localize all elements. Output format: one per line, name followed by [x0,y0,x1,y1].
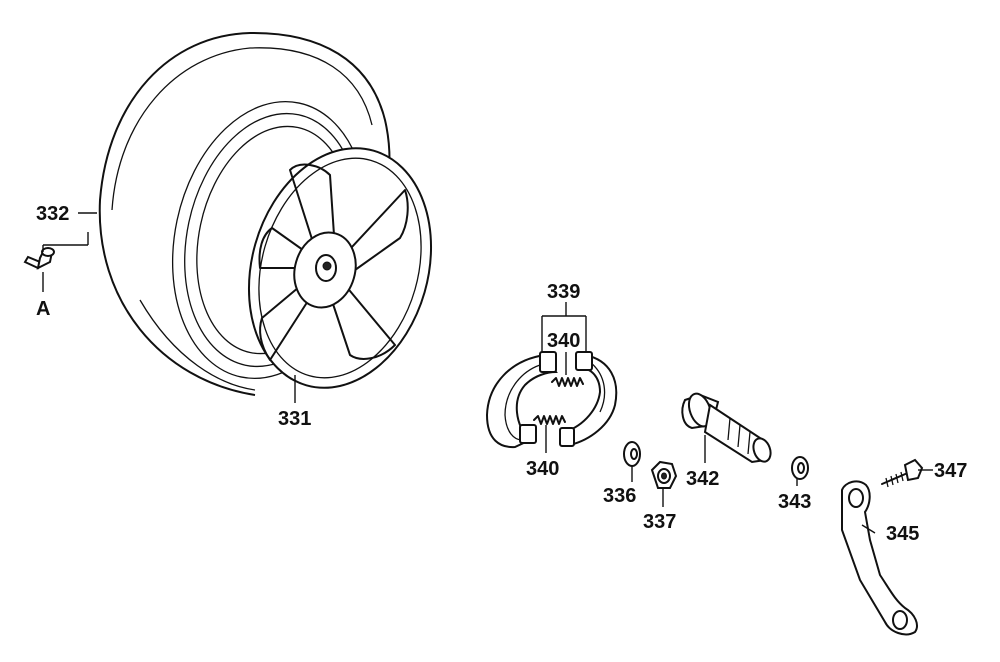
callout-342: 342 [686,468,719,490]
callout-340-upper: 340 [547,330,580,352]
bolt-347 [881,458,924,488]
rim-spokes [258,163,409,361]
brake-spring-upper [551,377,584,387]
brake-camshaft-342 [681,392,772,464]
tire-outer [98,31,391,396]
leader-lines [42,212,933,534]
callout-343: 343 [778,491,811,513]
callout-340-lower: 340 [526,458,559,480]
callout-339: 339 [547,281,580,303]
callout-347: 347 [934,460,967,482]
callout-labels: 331 332 A 339 340 340 336 337 342 343 34… [36,203,967,545]
nut-337 [650,460,678,489]
brake-shoe-set [485,351,618,449]
rear-wheel-assembly [98,31,433,396]
brake-spring-lower [533,415,566,425]
callout-331: 331 [278,408,311,430]
brake-arm-345 [841,480,918,636]
washer-343 [791,456,809,480]
washer-336 [623,441,641,467]
callout-ref-a: A [36,298,50,320]
callout-336: 336 [603,485,636,507]
callout-337: 337 [643,511,676,533]
callout-332: 332 [36,203,69,225]
callout-345: 345 [886,523,919,545]
tire-valve [23,247,55,270]
